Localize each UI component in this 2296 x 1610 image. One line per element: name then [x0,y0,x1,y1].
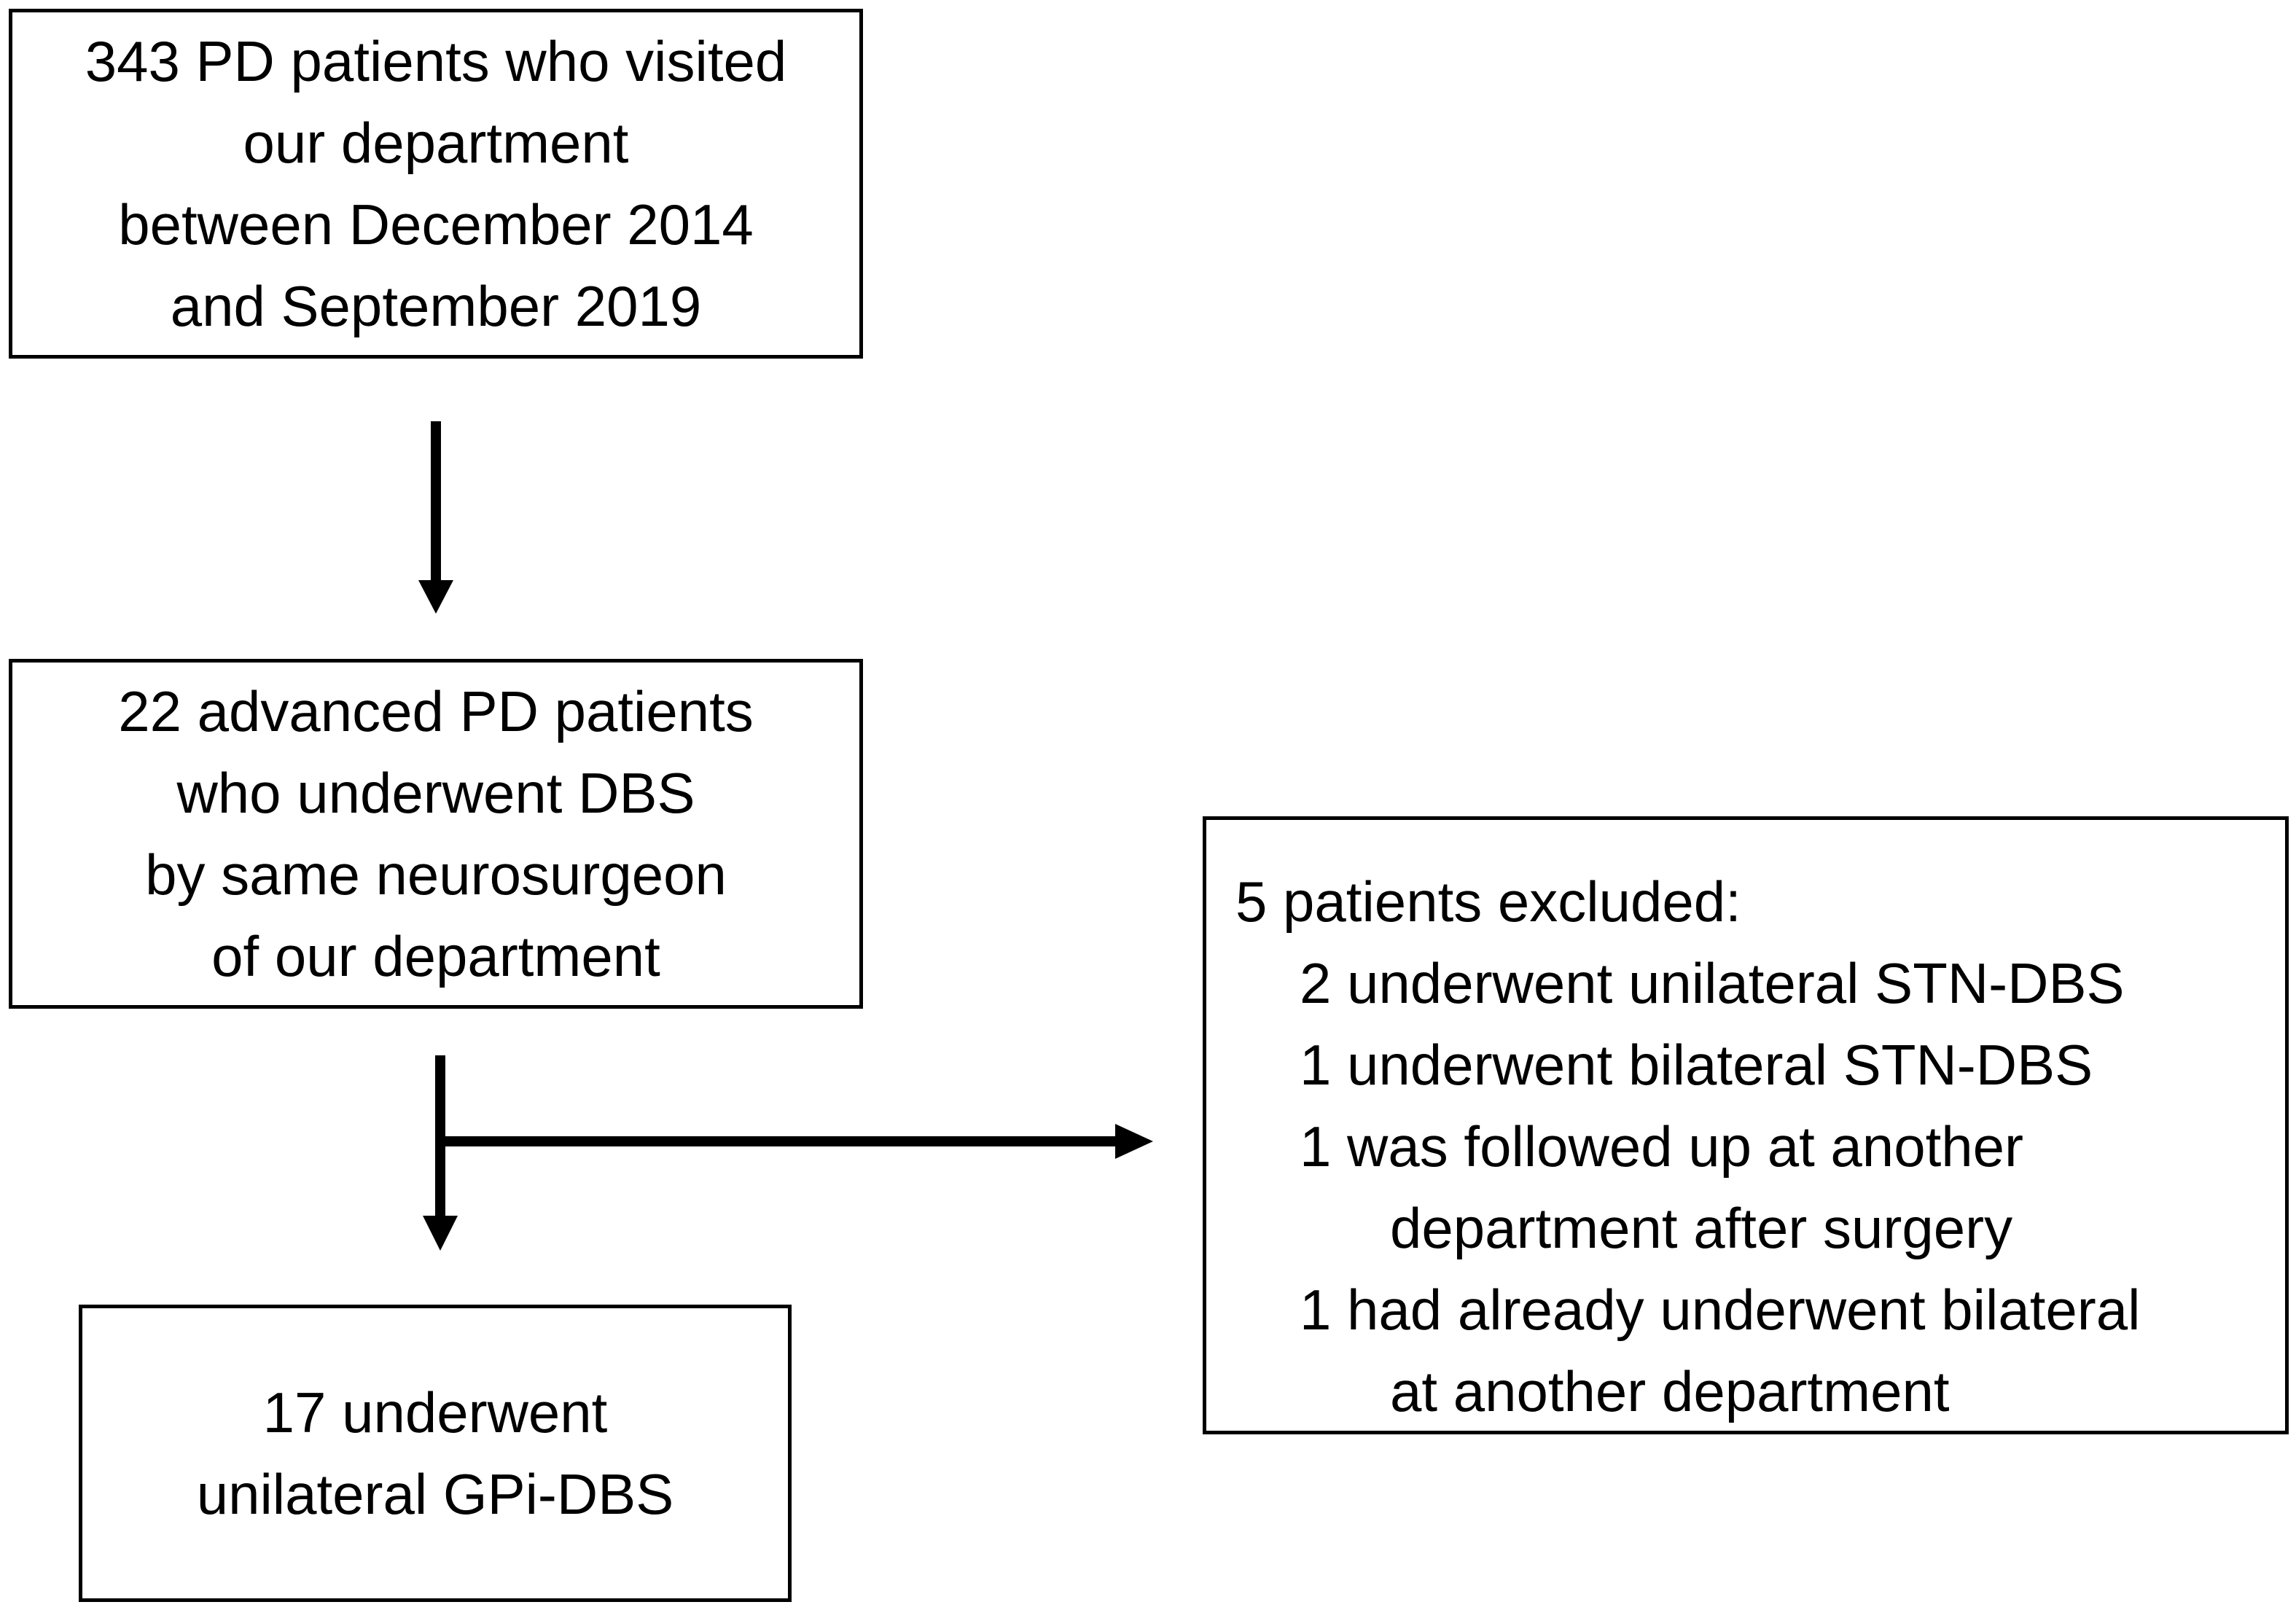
excluded-item: 1 underwent bilateral STN-DBS [1300,1033,2093,1097]
box-initial-line-2: our department [243,111,629,175]
arrow-top-to-middle [418,421,453,614]
excluded-item: 2 underwent unilateral STN-DBS [1300,951,2125,1015]
box-final-cohort: 17 underwent unilateral GPi-DBS [79,1305,792,1602]
box-initial-line-3: between December 2014 [118,192,754,257]
excluded-item-continuation: at another department [1390,1359,1950,1423]
arrow-middle-to-bottom [423,1055,458,1251]
box-initial-line-4: and September 2019 [170,274,702,338]
excluded-item-continuation: department after surgery [1390,1196,2013,1260]
box-excluded-patients: 5 patients excluded: 2 underwent unilate… [1203,816,2289,1434]
excluded-heading: 5 patients excluded: [1235,870,1741,934]
box-dbs-line-4: of our department [211,924,660,988]
box-final-line-2: unilateral GPi-DBS [196,1462,674,1526]
box-final-line-1: 17 underwent [262,1380,608,1445]
box-dbs-patients: 22 advanced PD patients who underwent DB… [9,659,863,1009]
arrow-to-excluded [440,1124,1153,1159]
box-initial-line-1: 343 PD patients who visited [85,29,787,93]
box-initial-population: 343 PD patients who visited our departme… [9,9,863,359]
box-dbs-line-3: by same neurosurgeon [145,843,727,907]
box-dbs-line-2: who underwent DBS [176,761,695,825]
box-dbs-line-1: 22 advanced PD patients [118,679,754,743]
excluded-item: 1 had already underwent bilateral [1300,1278,2141,1342]
excluded-item: 1 was followed up at another [1300,1114,2023,1179]
